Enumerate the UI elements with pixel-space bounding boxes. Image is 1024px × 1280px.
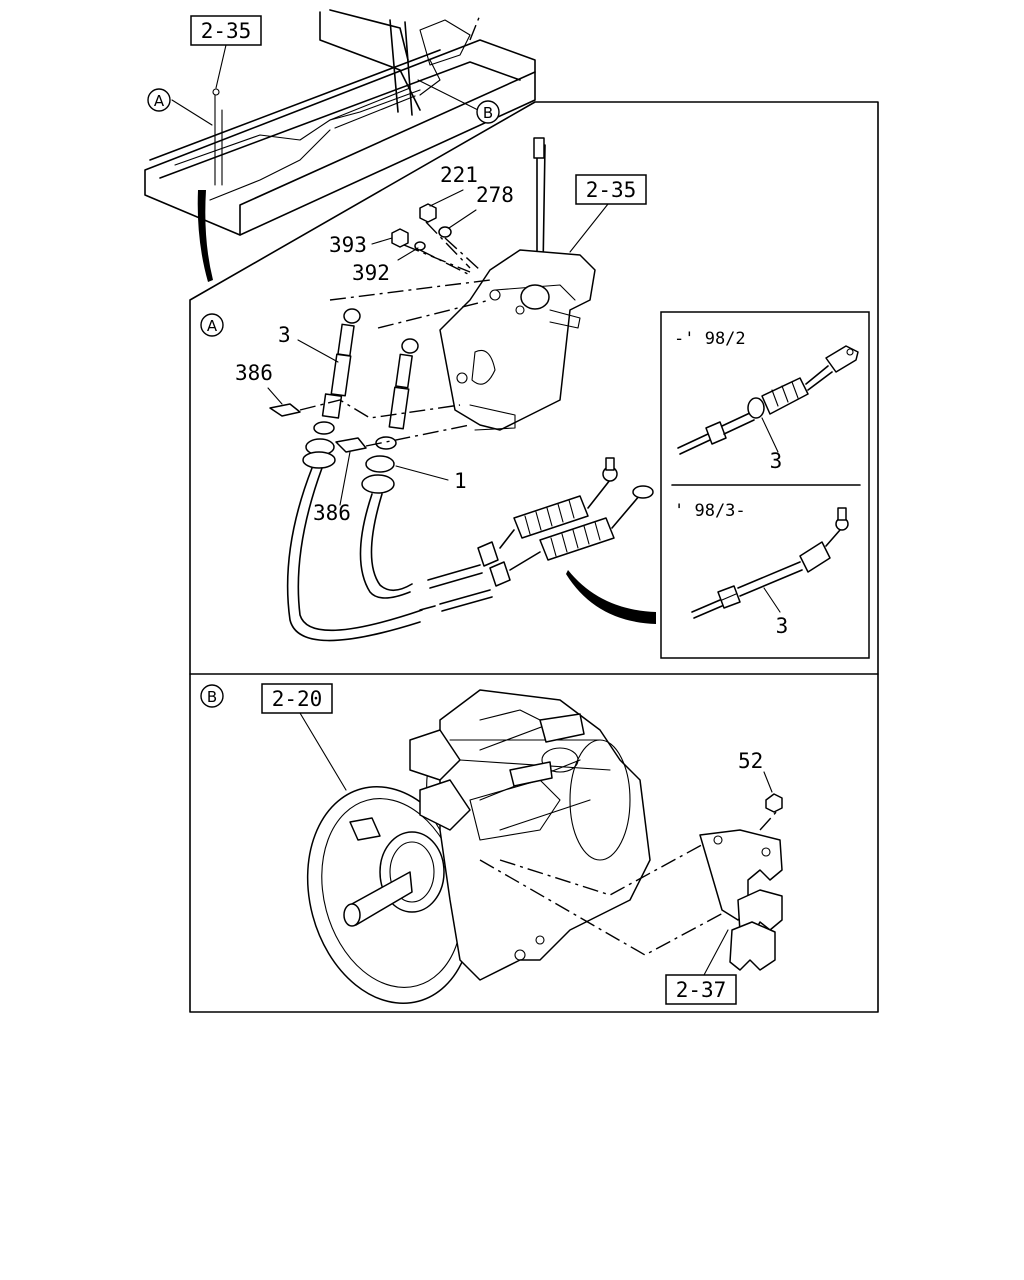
part-52: 52 [738, 749, 763, 773]
marker-a-overview-label: A [154, 92, 165, 110]
chassis-overview [144, 9, 536, 282]
ref-box-top: 2-35 [190, 15, 262, 89]
inset-early-label: -' 98/2 [674, 329, 746, 349]
cable-variant-inset: -' 98/2 ' 98/3- 3 3 [660, 311, 870, 659]
ref-label-bracket: 2-37 [676, 978, 727, 1002]
marker-a-section: A [200, 313, 224, 337]
inset-late-label: ' 98/3- [674, 501, 746, 521]
cable-far-ends [427, 457, 656, 624]
hardware-nuts [371, 189, 481, 276]
part-392: 392 [352, 261, 390, 285]
ref-box-flywheel: 2-20 [261, 683, 347, 791]
transmission-assembly [306, 689, 779, 1005]
marker-b-section: B [200, 684, 224, 708]
marker-a-overview: A [147, 88, 171, 112]
part-386-upper: 386 [235, 361, 273, 385]
ref-label-top: 2-35 [201, 19, 252, 43]
marker-a-section-label: A [207, 317, 218, 335]
ref-label-flywheel: 2-20 [272, 687, 323, 711]
ref-box-lever: 2-35 [569, 174, 647, 253]
marker-b-overview-label: B [483, 104, 493, 122]
part-1: 1 [454, 469, 467, 493]
gear-lever-assembly [439, 137, 596, 431]
part-386-lower: 386 [313, 501, 351, 525]
shift-cables [267, 279, 491, 642]
mounting-bracket [699, 771, 783, 971]
marker-b-section-label: B [207, 688, 217, 706]
inset-early-part: 3 [770, 449, 783, 473]
marker-b-overview: B [476, 100, 500, 124]
part-278: 278 [476, 183, 514, 207]
inset-late-part: 3 [776, 614, 789, 638]
detail-frame [189, 101, 879, 1013]
part-393: 393 [329, 233, 367, 257]
ref-box-bracket: 2-37 [665, 929, 737, 1005]
part-3: 3 [278, 323, 291, 347]
ref-label-lever: 2-35 [586, 178, 637, 202]
part-221: 221 [440, 163, 478, 187]
